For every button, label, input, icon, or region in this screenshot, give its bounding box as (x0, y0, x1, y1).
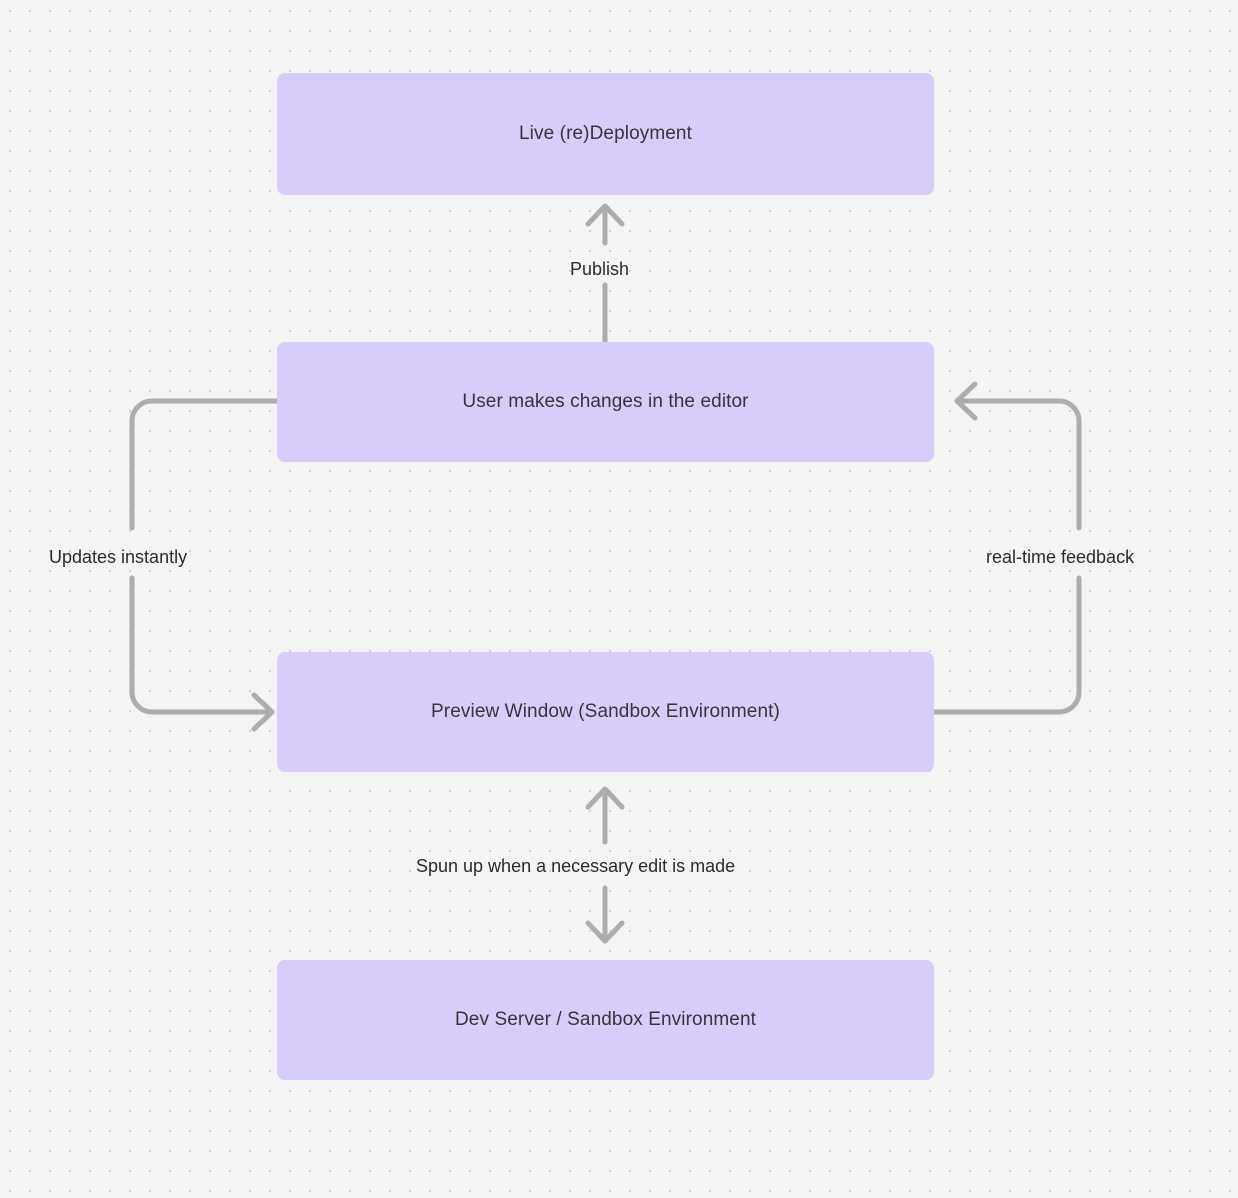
node-live-deployment[interactable]: Live (re)Deployment (277, 73, 934, 195)
node-user-edit[interactable]: User makes changes in the editor (277, 342, 934, 462)
edge-label-updates-instantly[interactable]: Updates instantly (49, 547, 188, 567)
node-dev-server[interactable]: Dev Server / Sandbox Environment (277, 960, 934, 1080)
node-dev-server-label: Dev Server / Sandbox Environment (454, 1009, 756, 1030)
node-preview-window[interactable]: Preview Window (Sandbox Environment) (277, 652, 934, 772)
edge-label-publish[interactable]: Publish (570, 259, 630, 279)
node-user-edit-label: User makes changes in the editor (462, 391, 749, 412)
edge-label-real-time-feedback[interactable]: real-time feedback (986, 547, 1135, 567)
node-live-deployment-label: Live (re)Deployment (519, 123, 692, 144)
edge-label-spun-up[interactable]: Spun up when a necessary edit is made (416, 856, 736, 876)
node-preview-window-label: Preview Window (Sandbox Environment) (431, 701, 780, 722)
